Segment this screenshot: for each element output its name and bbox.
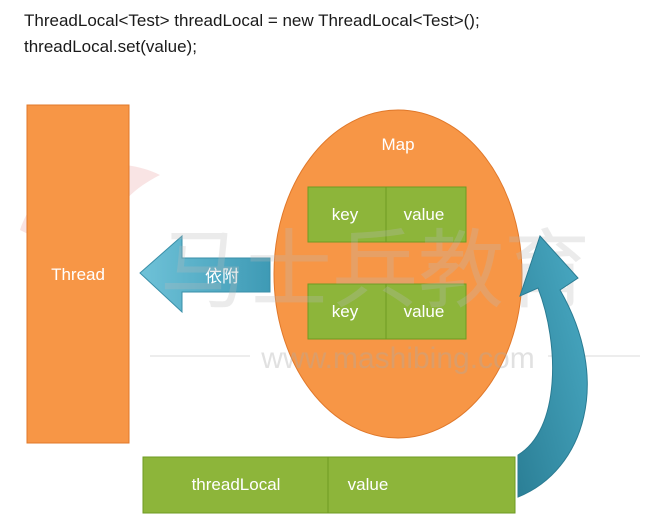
entry-1-key: key (332, 205, 359, 224)
map-entry-1: key value (307, 186, 467, 243)
threadlocal-value: value (348, 475, 389, 494)
code-line-2: threadLocal.set(value); (24, 37, 197, 56)
set-arrow (517, 235, 588, 498)
code-snippet: ThreadLocal<Test> threadLocal = new Thre… (24, 8, 480, 60)
map-entry-2: key value (307, 283, 467, 340)
watermark-url: www.mashibing.com (260, 342, 534, 375)
code-line-1: ThreadLocal<Test> threadLocal = new Thre… (24, 11, 480, 30)
threadlocal-entry: threadLocal value (142, 456, 516, 514)
entry-2-value: value (404, 302, 445, 321)
entry-2-key: key (332, 302, 359, 321)
thread-box (26, 104, 130, 444)
map-label: Map (381, 135, 414, 154)
thread-label: Thread (51, 265, 105, 284)
watermark-brand: 马士兵教育 (160, 223, 590, 319)
threadlocal-key: threadLocal (192, 475, 281, 494)
entry-1-value: value (404, 205, 445, 224)
attach-arrow (139, 234, 271, 314)
attach-label: 依附 (205, 267, 239, 286)
set-label: set (559, 460, 582, 479)
